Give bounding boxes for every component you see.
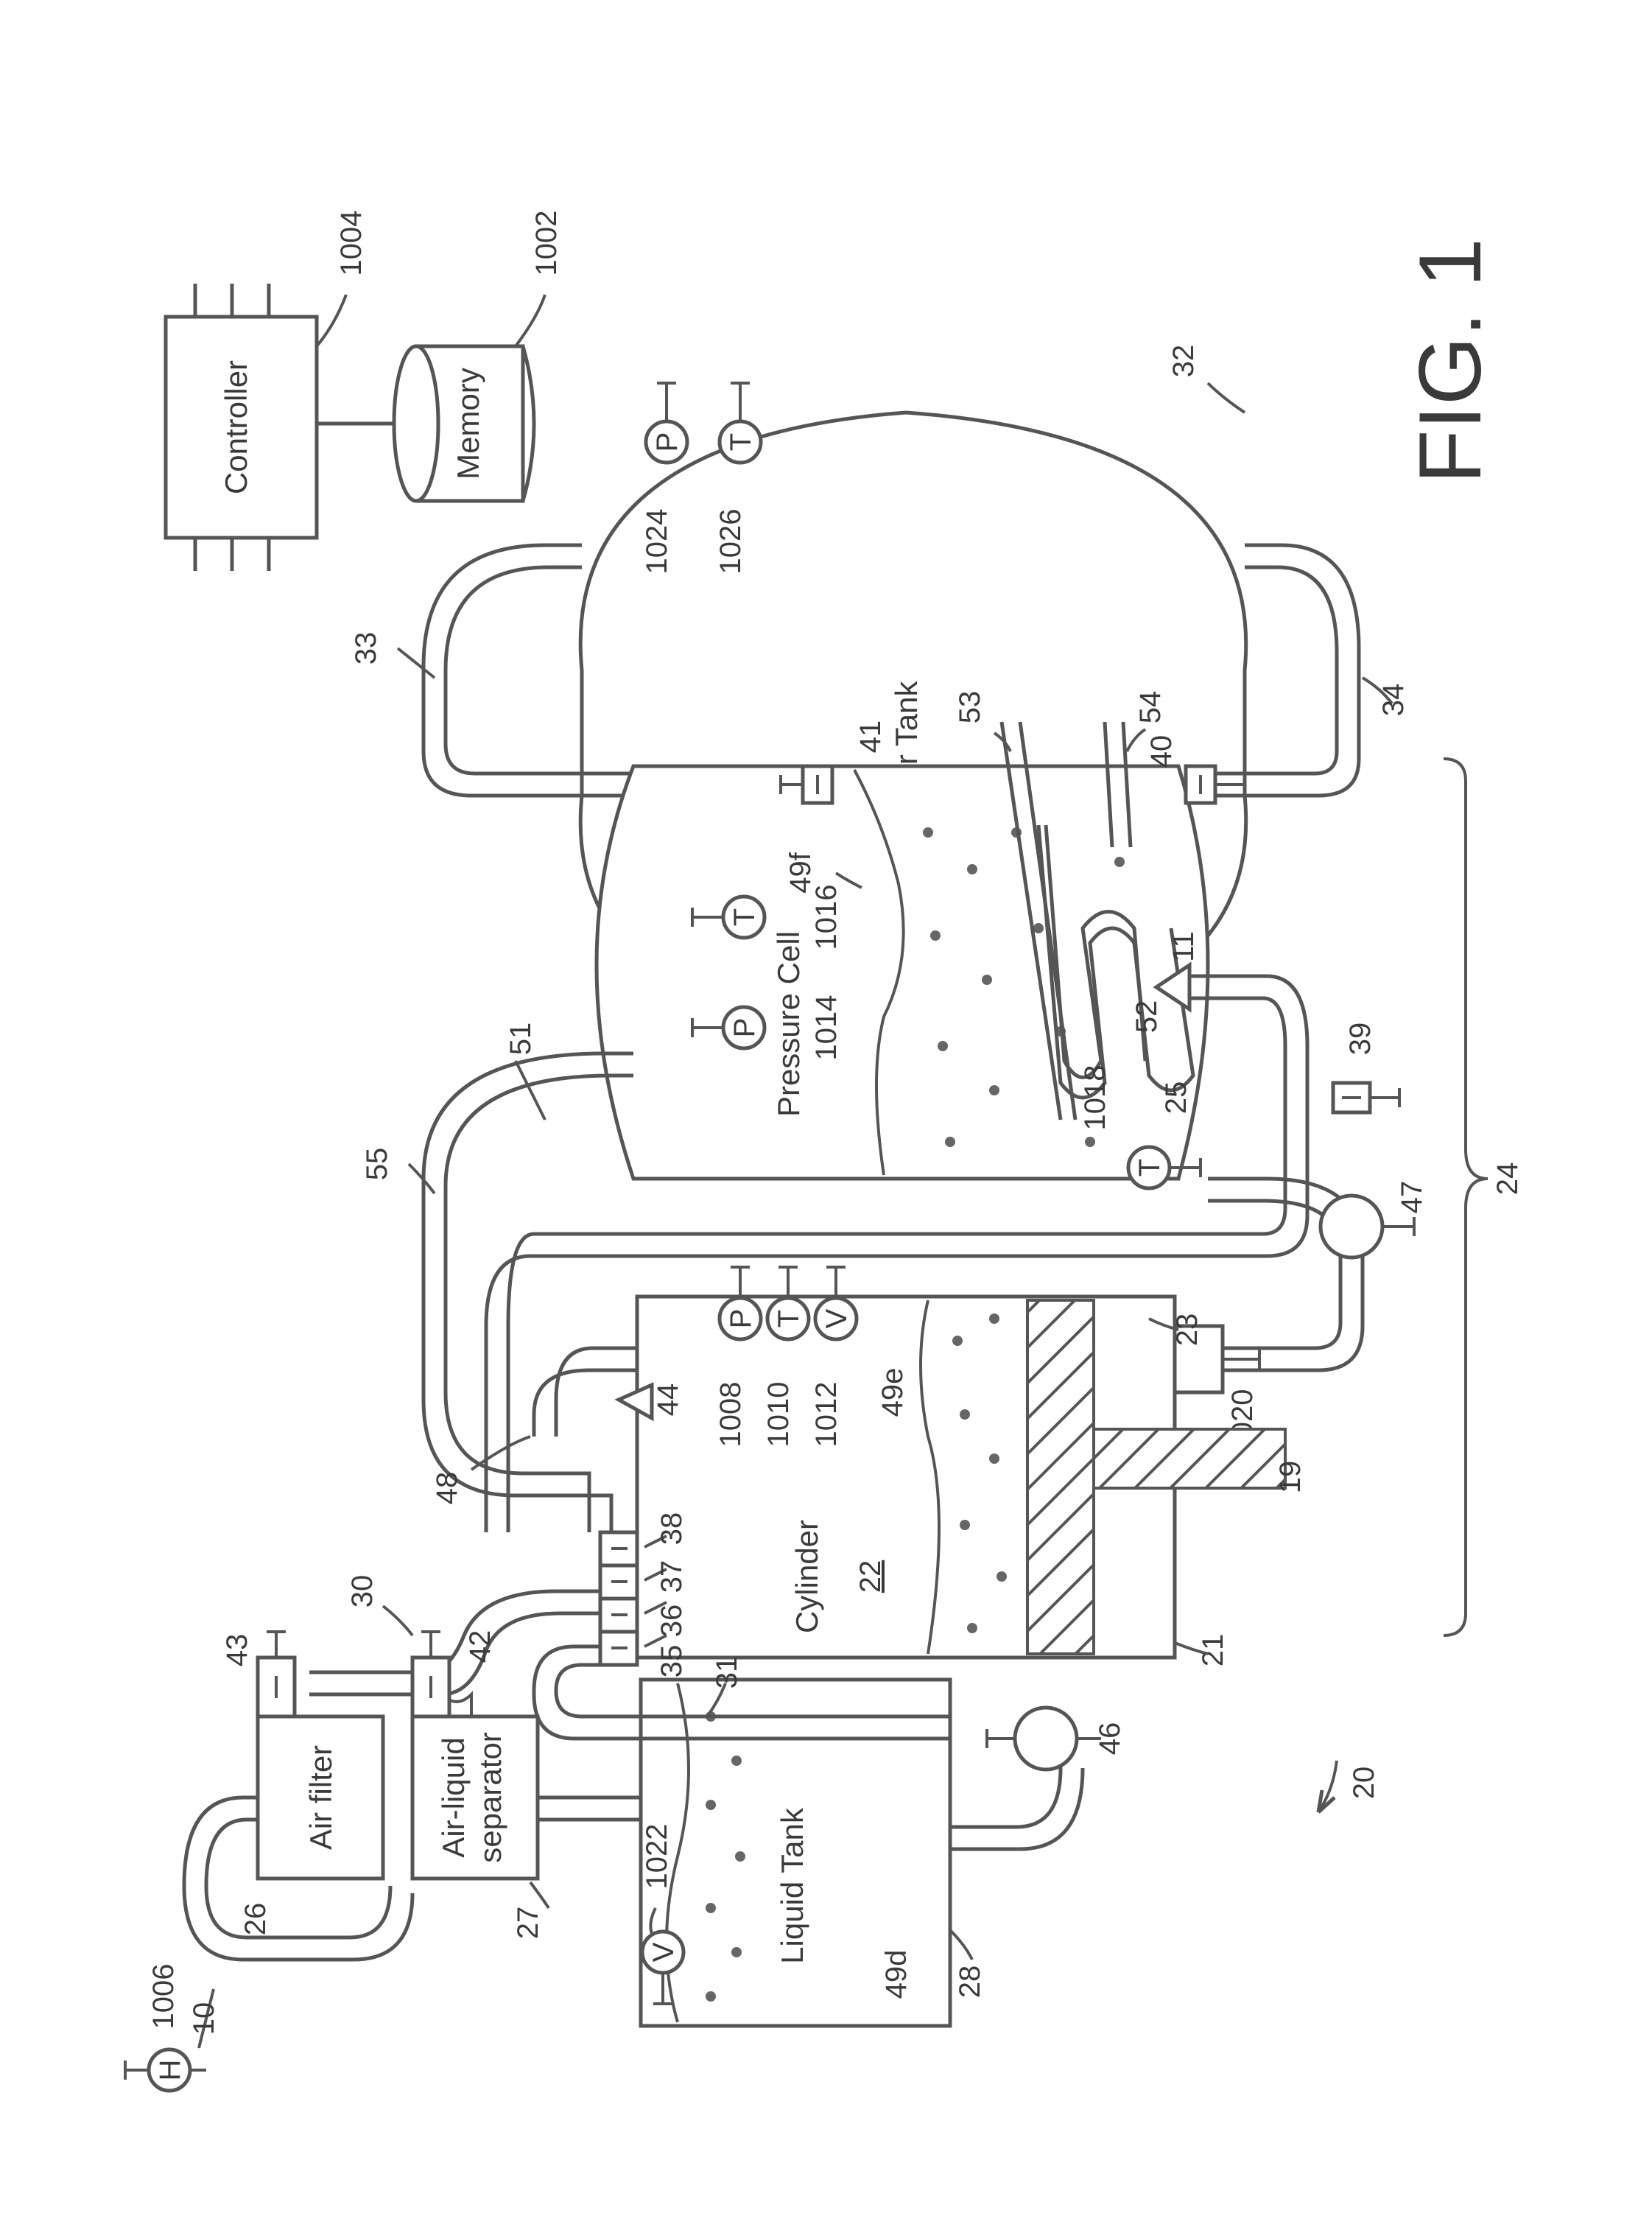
ref-30: 30 bbox=[346, 1575, 379, 1608]
air-tank-t-letter: T bbox=[725, 433, 757, 451]
ref-1018: 1018 bbox=[1079, 1065, 1111, 1131]
brace-24: 24 bbox=[1444, 759, 1524, 1635]
ref-43: 43 bbox=[221, 1634, 253, 1667]
ref-10: 10 bbox=[188, 2002, 220, 2035]
ref-49d: 49d bbox=[880, 1950, 913, 1999]
ref-26: 26 bbox=[239, 1903, 272, 1936]
ref-47: 47 bbox=[1396, 1181, 1428, 1214]
ref-1004: 1004 bbox=[335, 211, 368, 276]
ref-20: 20 bbox=[1348, 1767, 1380, 1800]
ref-44: 44 bbox=[652, 1383, 684, 1417]
memory-label: Memory bbox=[451, 368, 485, 480]
ref-53: 53 bbox=[954, 691, 986, 724]
ref-21: 21 bbox=[1197, 1634, 1229, 1667]
ref-32: 32 bbox=[1167, 345, 1200, 378]
ref-39: 39 bbox=[1344, 1023, 1377, 1056]
figure-label: FIG. 1 bbox=[1401, 238, 1500, 483]
ref-36: 36 bbox=[655, 1604, 688, 1638]
pump-47: 47 bbox=[1321, 1181, 1428, 1258]
controller-label: Controller bbox=[219, 360, 253, 494]
system-ref-20: 20 bbox=[1318, 1761, 1380, 1812]
ref-1014: 1014 bbox=[810, 995, 843, 1061]
ref-1012: 1012 bbox=[810, 1382, 843, 1448]
air-filter-label: Air filter bbox=[303, 1745, 338, 1850]
pressure-cell-label: Pressure Cell bbox=[771, 931, 806, 1117]
ref-49e: 49e bbox=[876, 1368, 909, 1417]
ref-55: 55 bbox=[361, 1148, 393, 1181]
liquid-tank-label: Liquid Tank bbox=[775, 1807, 809, 1964]
pipe-55: 55 bbox=[361, 1053, 633, 1532]
ref-52: 52 bbox=[1131, 1000, 1163, 1034]
ref-41: 41 bbox=[854, 720, 887, 754]
ref-1024: 1024 bbox=[641, 509, 673, 575]
ref-28: 28 bbox=[954, 1965, 986, 1999]
pressure-cell: Pressure Cell 49f 53 54 52 T 1016 P 1014… bbox=[597, 691, 1208, 1188]
ref-1002: 1002 bbox=[530, 211, 563, 276]
inlet-h-letter: H bbox=[154, 2060, 186, 2081]
ref-31: 31 bbox=[711, 1656, 743, 1689]
separator-to-tank-pipe bbox=[538, 1798, 641, 1820]
valve-39: 39 bbox=[1333, 1023, 1399, 1112]
ref-35: 35 bbox=[655, 1645, 688, 1678]
ref-34: 34 bbox=[1377, 684, 1410, 717]
pump-46: 46 bbox=[987, 1708, 1126, 1770]
ref-1022: 1022 bbox=[641, 1824, 673, 1890]
ref-19: 19 bbox=[1274, 1461, 1307, 1494]
cell-t-letter-bottom: T bbox=[1133, 1159, 1166, 1176]
ref-1016: 1016 bbox=[810, 885, 843, 950]
ref-1026: 1026 bbox=[714, 509, 747, 575]
ref-37: 37 bbox=[655, 1560, 688, 1593]
ref-11: 11 bbox=[1167, 931, 1200, 962]
ref-48: 48 bbox=[431, 1472, 463, 1505]
ref-1006: 1006 bbox=[147, 1964, 180, 2030]
cylinder-v-letter: V bbox=[820, 1308, 853, 1328]
air-filter: Air filter 43 26 bbox=[221, 1632, 383, 1935]
ref-27: 27 bbox=[512, 1907, 544, 1940]
cell-t-letter-top: T bbox=[728, 908, 761, 926]
liquid-tank: Liquid Tank 49d V 1022 28 bbox=[641, 1680, 986, 2026]
cylinder-p-letter: P bbox=[725, 1309, 757, 1329]
ref-25: 25 bbox=[1160, 1081, 1192, 1115]
cylinder: 49e Cylinder 22 23 19 21 P T V 1008 1010… bbox=[619, 1267, 1307, 1666]
cell-p-letter: P bbox=[728, 1018, 761, 1038]
tank-v-letter: V bbox=[647, 1942, 680, 1962]
air-tank-p-letter: P bbox=[651, 432, 683, 452]
ref-1008: 1008 bbox=[714, 1382, 747, 1448]
cylinder-label: Cylinder bbox=[790, 1520, 824, 1633]
ref-38: 38 bbox=[655, 1512, 688, 1546]
ref-33: 33 bbox=[350, 632, 382, 665]
ref-22: 22 bbox=[854, 1560, 887, 1593]
air-liquid-separator: Air-liquid separator 42 27 bbox=[412, 1630, 549, 1940]
controller-block: Controller 1004 bbox=[166, 211, 368, 571]
ref-54: 54 bbox=[1134, 691, 1167, 724]
ref-1010: 1010 bbox=[762, 1382, 795, 1448]
ref-40: 40 bbox=[1145, 735, 1178, 768]
ref-24: 24 bbox=[1491, 1162, 1524, 1196]
cylinder-t-letter: T bbox=[773, 1310, 805, 1328]
ref-51: 51 bbox=[505, 1023, 537, 1056]
ref-42: 42 bbox=[464, 1630, 496, 1663]
separator-label-1: Air-liquid bbox=[436, 1737, 471, 1857]
separator-label-2: separator bbox=[473, 1732, 507, 1862]
memory-block: Memory 1002 bbox=[394, 211, 563, 501]
